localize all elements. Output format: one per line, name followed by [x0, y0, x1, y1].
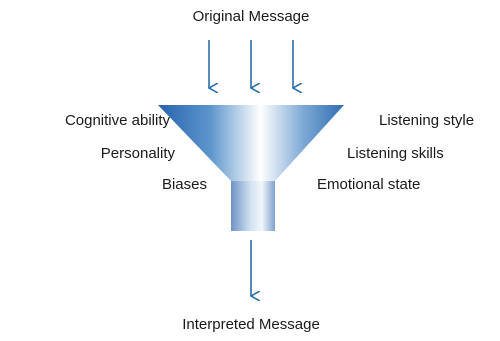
left-factor-cognitive-ability: Cognitive ability — [64, 112, 170, 129]
right-factor-listening-style: Listening style — [379, 112, 475, 129]
funnel-cone — [158, 105, 344, 181]
left-factor-personality: Personality — [100, 145, 175, 162]
incoming-arrows — [209, 40, 293, 88]
interpreted-message-label: Interpreted Message — [182, 316, 320, 333]
funnel-neck — [231, 181, 275, 231]
left-factor-biases: Biases — [161, 176, 207, 193]
right-factor-emotional-state: Emotional state — [317, 176, 421, 193]
original-message-label: Original Message — [192, 8, 310, 25]
right-factor-listening-skills: Listening skills — [347, 145, 444, 162]
funnel — [158, 105, 344, 231]
